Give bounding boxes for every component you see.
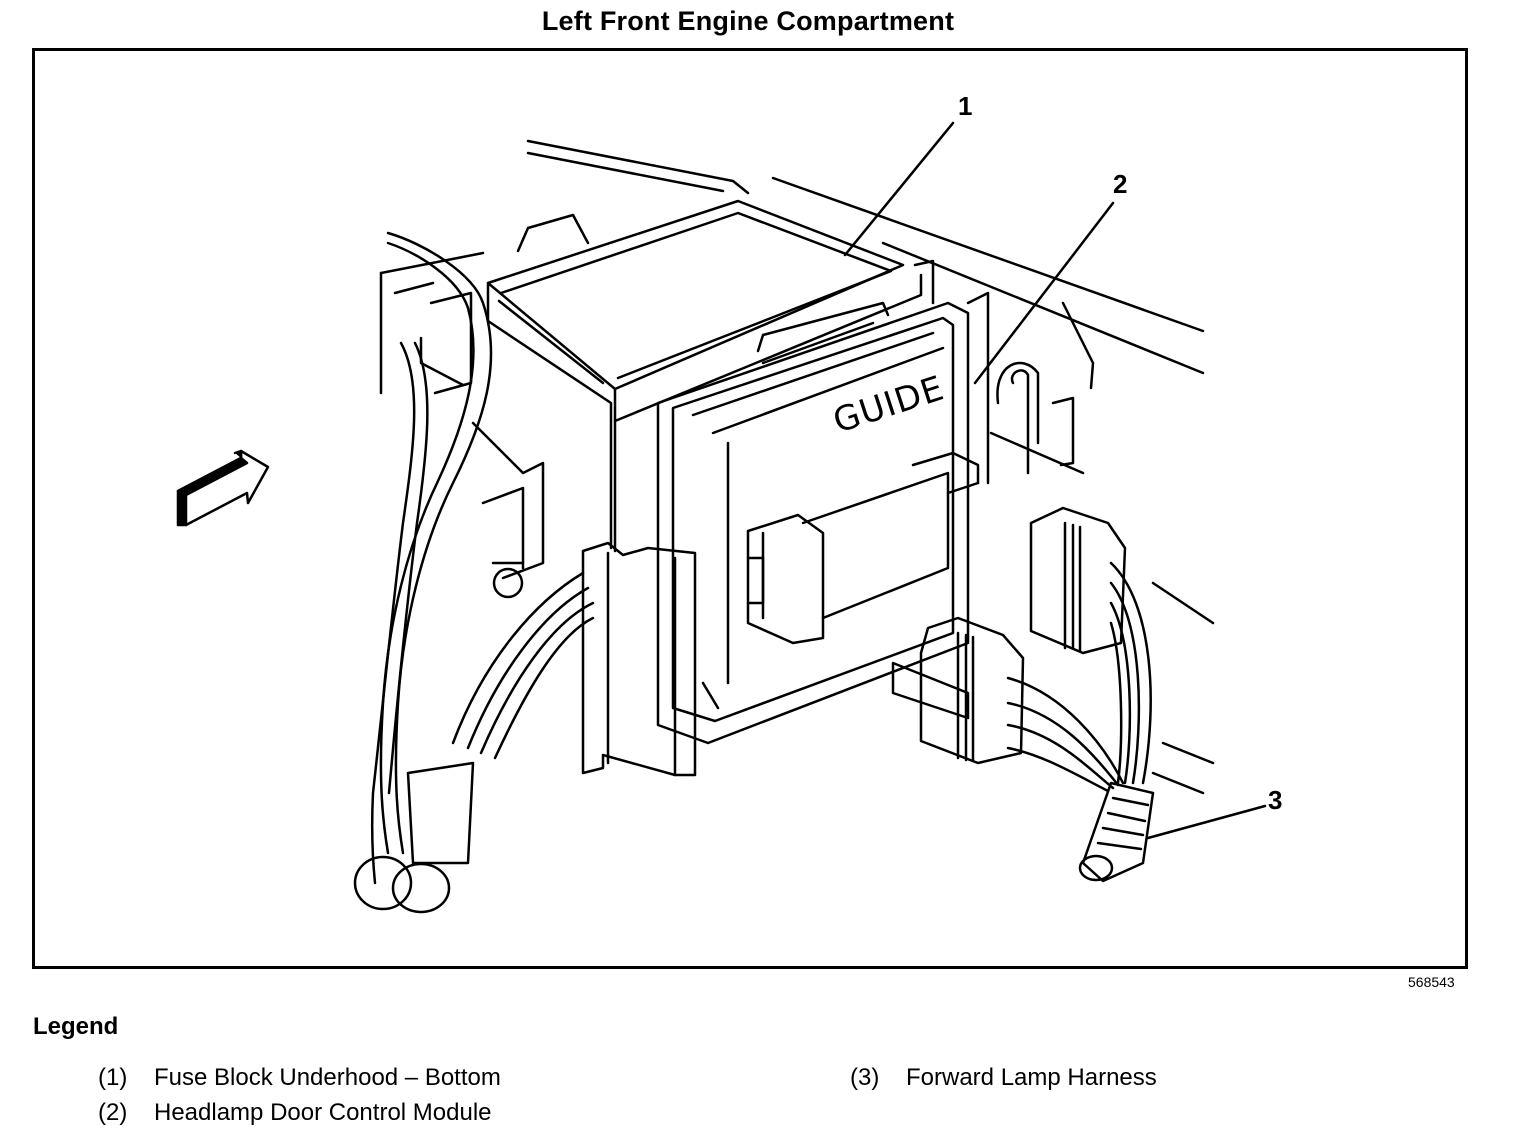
legend-item-number: (1)	[98, 1064, 128, 1091]
body-panel-lines	[379, 139, 1215, 795]
forward-lamp-connector-lower	[891, 616, 1125, 793]
guide-label: GUIDE	[828, 368, 949, 441]
figure-id: 568543	[1408, 974, 1455, 990]
legend-item-label: Forward Lamp Harness	[906, 1064, 1157, 1091]
forward-lamp-connector-upper	[1029, 506, 1152, 785]
legend-item: (3) Forward Lamp Harness	[850, 1064, 1157, 1092]
callout-2: 2	[1113, 169, 1127, 199]
arrow-right-icon	[176, 449, 270, 527]
legend-item-label: Headlamp Door Control Module	[154, 1099, 492, 1126]
diagram-title: Left Front Engine Compartment	[541, 6, 955, 36]
forward-lamp-harness	[1078, 781, 1155, 883]
engine-compartment-illustration: GUIDE	[176, 91, 1282, 914]
fuse-block-underhood	[486, 199, 935, 553]
callout-leaders	[843, 121, 1267, 840]
left-wiring-conduits	[353, 231, 595, 914]
headlamp-door-control-module: GUIDE	[581, 301, 970, 777]
legend-item: (1) Fuse Block Underhood – Bottom	[98, 1064, 501, 1092]
legend-item-label: Fuse Block Underhood – Bottom	[154, 1064, 501, 1091]
legend-item-number: (3)	[850, 1064, 880, 1091]
bracket-clip	[966, 291, 1085, 485]
callout-1: 1	[958, 91, 972, 121]
illustration-frame: GUIDE	[32, 48, 1468, 969]
legend-item: (2) Headlamp Door Control Module	[98, 1099, 492, 1127]
legend-title: Legend	[33, 1013, 119, 1040]
callout-3: 3	[1268, 785, 1282, 815]
legend-item-number: (2)	[98, 1099, 128, 1126]
module-connector	[746, 451, 980, 645]
